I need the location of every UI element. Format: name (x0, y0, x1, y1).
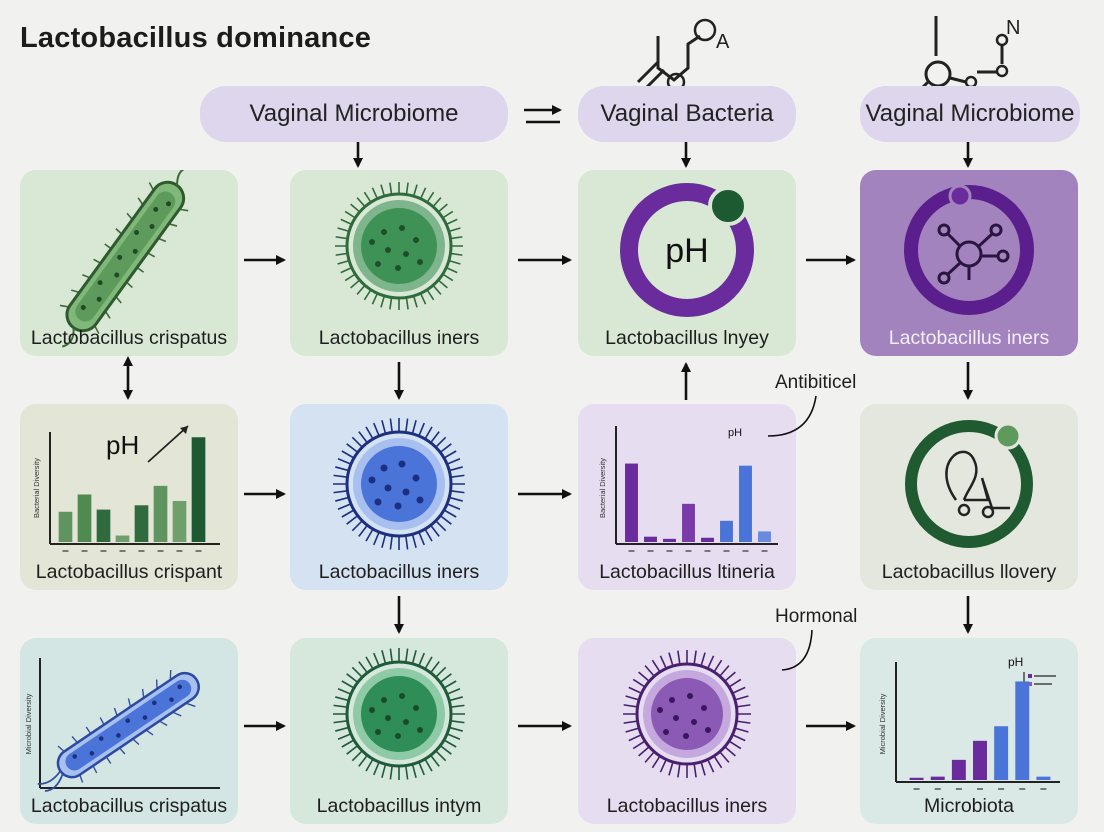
card-label: Lactobacillus llovery (881, 561, 1057, 583)
bar (909, 777, 924, 780)
card-iners-coccus[interactable]: Lactobacillus iners (290, 170, 508, 356)
bar (625, 463, 638, 542)
ph-ring-icon: pH (620, 183, 754, 317)
header-vaginal-microbiome: Vaginal Microbiome (200, 86, 508, 142)
bar (77, 494, 92, 542)
card-label: Lactobacillus iners (888, 327, 1050, 349)
molecule-icon-2: N (916, 16, 1020, 92)
card-label: Lactobacillus crispatus (30, 327, 228, 349)
card-label: Lactobacillus ltineria (599, 561, 775, 583)
card-crispant-chart[interactable]: Bacterial Diversity pH Lactobacillus cri… (20, 404, 238, 590)
header-vaginal-bacteria: Vaginal Bacteria (578, 86, 796, 142)
ring-loop-icon (905, 420, 1033, 548)
molecule-label-n: N (1006, 17, 1020, 39)
card-label: Lactobacillus iners (318, 561, 480, 583)
bar (153, 485, 168, 542)
bar (191, 437, 206, 542)
card-itineria-chart[interactable]: Bacterial Diversity pH Lactobacillus lti… (578, 404, 796, 590)
cell-cilia (333, 648, 465, 780)
ph-annotation: pH (1008, 655, 1023, 669)
bar (1015, 681, 1030, 780)
cell-cilia (623, 650, 751, 778)
bar (1036, 776, 1051, 780)
y-axis-label: Bacterial Diversity (32, 458, 41, 518)
card-label: Microbiota (924, 795, 1014, 817)
card-llovery[interactable]: Lactobacillus llovery (860, 404, 1078, 590)
bar (720, 520, 733, 542)
bar-chart-microbial: Microbial Diversity pH (878, 655, 1060, 790)
cell-cilia (335, 182, 463, 310)
callout-antibiotic: Antibiticel (775, 372, 857, 393)
ph-text: pH (665, 232, 708, 270)
bar (58, 511, 73, 542)
bar (739, 465, 752, 542)
bar (172, 500, 187, 542)
callout-hormonal: Hormonal (775, 606, 858, 627)
card-iners-purple[interactable]: Lactobacillus iners (578, 638, 796, 824)
cell-cilia (333, 418, 465, 550)
card-iners-blue[interactable]: Lactobacillus iners (290, 404, 508, 590)
card-label: Lactobacillus iners (318, 327, 480, 349)
bar (701, 537, 714, 542)
card-iners-network[interactable]: Lactobacillus iners (860, 170, 1078, 356)
ph-text: pH (106, 430, 139, 460)
bar (930, 776, 945, 780)
card-label: Lactobacillus crispatus (30, 795, 228, 817)
bar (96, 509, 111, 542)
network-ring-icon (904, 184, 1034, 315)
coccus-bacterium-purple-icon (623, 650, 751, 778)
bar (644, 536, 657, 542)
bar (973, 740, 987, 780)
molecule-icon: A (636, 18, 730, 92)
card-ph-ring[interactable]: pH Lactobacillus lnyey (578, 170, 796, 356)
coccus-bacterium-blue-icon (333, 418, 465, 550)
card-intym[interactable]: Lactobacillus intym (290, 638, 508, 824)
bar (682, 503, 695, 542)
bar (758, 531, 771, 542)
bar (951, 759, 966, 780)
y-axis-label: Bacterial Diversity (598, 458, 607, 518)
molecule-label-a: A (716, 31, 730, 53)
y-axis-label: Microbial Diversity (24, 693, 33, 754)
card-crispatus-rod[interactable]: Lactobacillus crispatus (20, 170, 238, 356)
coccus-bacterium-icon (335, 182, 463, 310)
bar (994, 726, 1009, 780)
rod-bacterium-icon (59, 170, 191, 348)
coccus-bacterium-icon-2 (333, 648, 465, 780)
bar (134, 505, 149, 542)
card-label: Lactobacillus iners (606, 795, 768, 817)
header-vaginal-microbiome-2: Vaginal Microbiome (860, 86, 1080, 142)
ph-annotation: pH (728, 427, 742, 439)
card-crispatus-blue-rod[interactable]: Microbial Diversity Lactobacillus crispa… (20, 638, 238, 824)
card-label: Lactobacillus intym (316, 795, 482, 817)
card-label: Lactobacillus crispant (35, 561, 223, 583)
page-title: Lactobacillus dominance (20, 22, 372, 54)
y-axis-label: Microbial Diversity (878, 693, 887, 754)
bar (663, 538, 676, 542)
card-microbiota-chart[interactable]: Microbial Diversity pH Microbiota (860, 638, 1078, 824)
bar-chart-diversity: Bacterial Diversity pH (32, 425, 220, 552)
card-label: Lactobacillus lnyey (605, 327, 769, 349)
rod-bacterium-blue-icon: Microbial Diversity (24, 658, 220, 792)
bar-chart-diversity-2: Bacterial Diversity pH (598, 426, 778, 552)
bar (115, 535, 130, 542)
